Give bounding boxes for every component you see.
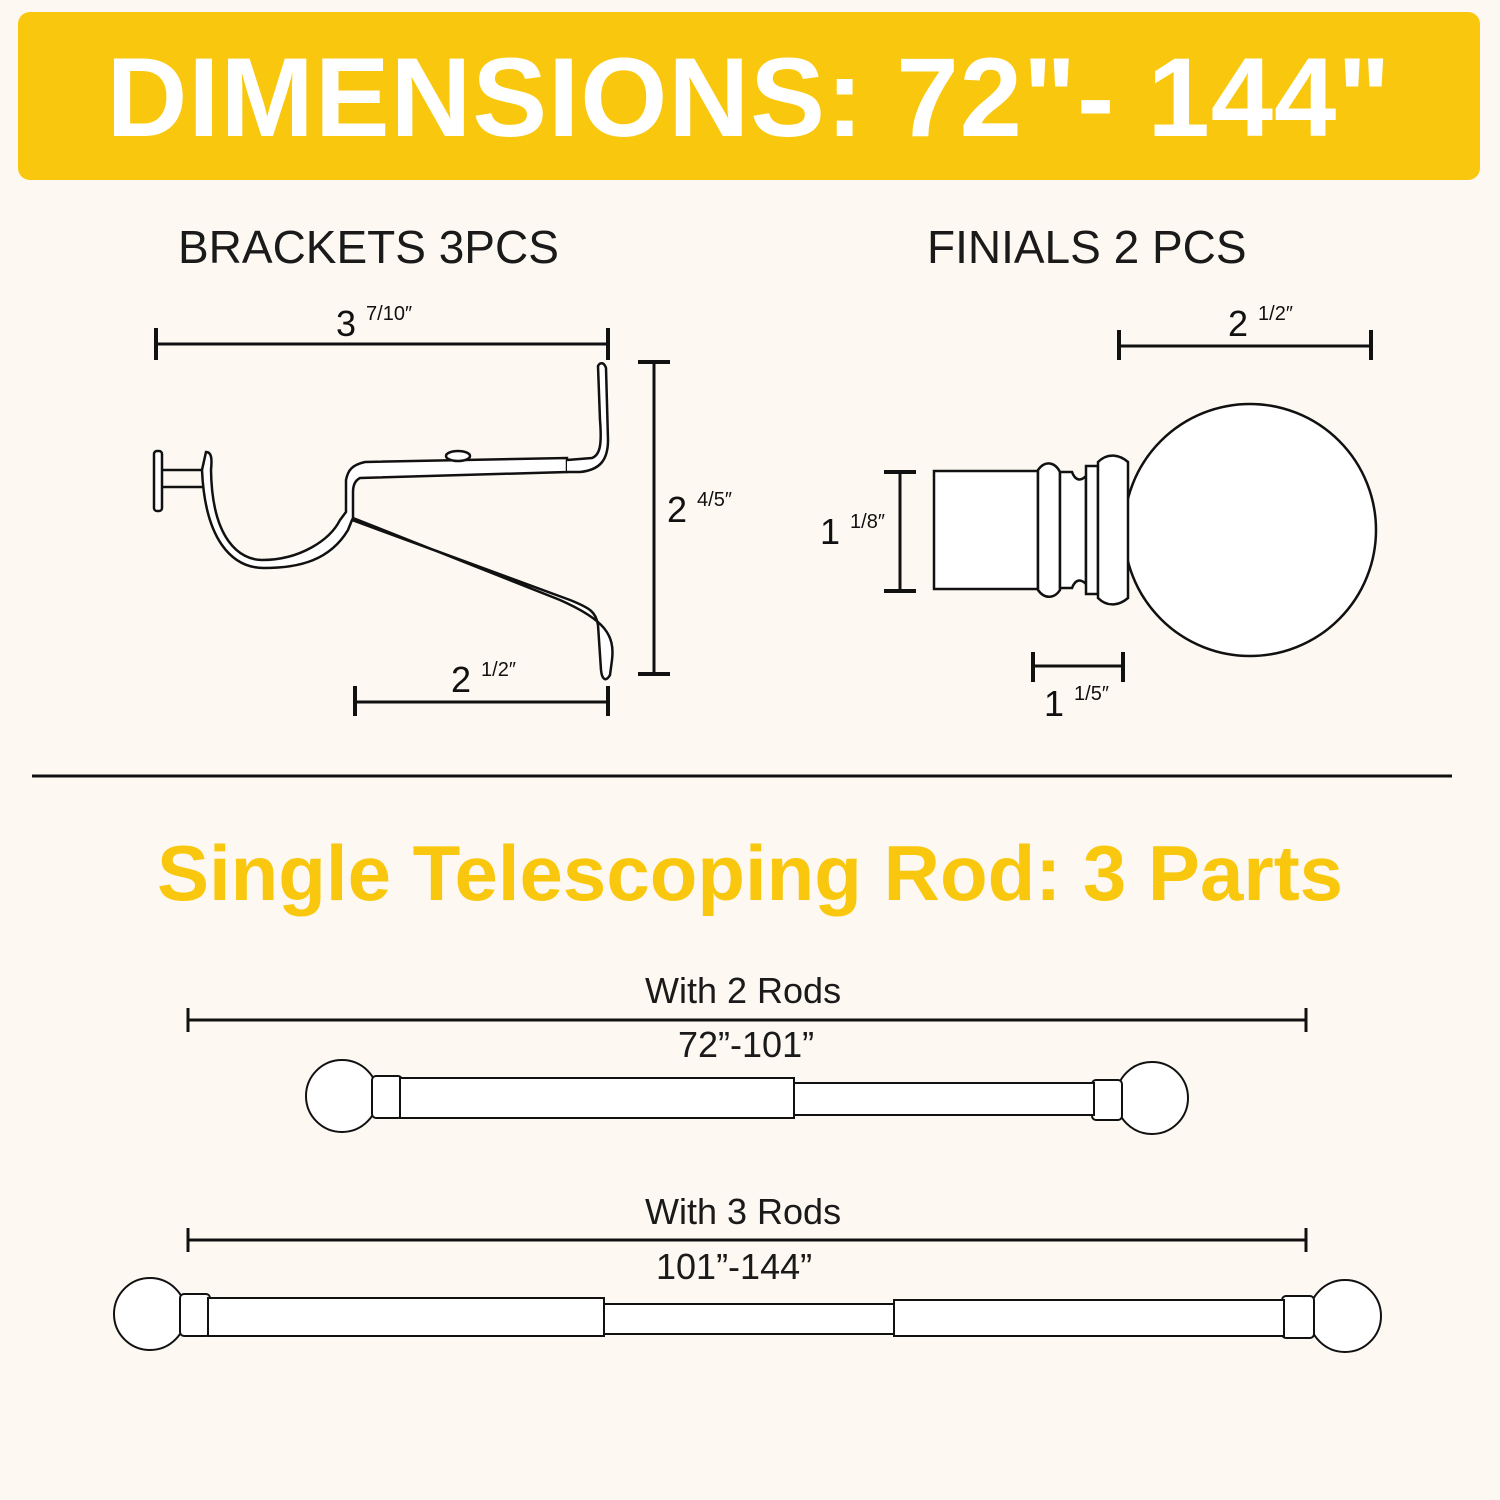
two-rod-assembly-icon xyxy=(305,1059,1189,1135)
finial-diameter-dimension: 1 1/8″ xyxy=(820,511,885,552)
dim-whole: 2 xyxy=(451,659,472,700)
rod-section-title: Single Telescoping Rod: 3 Parts xyxy=(156,829,1344,917)
bracket-width-dimension: 3 7/10″ xyxy=(336,303,413,344)
dim-fraction: 7/10″ xyxy=(366,303,413,325)
rod-dimension-lines xyxy=(186,1008,1308,1252)
three-rods-range: 101”-144” xyxy=(656,1246,813,1287)
dim-fraction: 1/2″ xyxy=(481,659,516,681)
dim-fraction: 1/2″ xyxy=(1258,303,1293,325)
dim-whole: 1 xyxy=(820,511,841,552)
bracket-icon xyxy=(152,362,614,681)
banner-title: DIMENSIONS: 72"- 144" xyxy=(106,35,1392,160)
finial-icon xyxy=(932,402,1378,658)
dim-whole: 1 xyxy=(1044,683,1065,724)
three-rod-assembly-icon xyxy=(113,1277,1382,1353)
three-rods-label: With 3 Rods xyxy=(645,1191,842,1232)
two-rods-label: With 2 Rods xyxy=(645,970,842,1011)
finials-title: FINIALS 2 PCS xyxy=(927,221,1247,273)
dim-fraction: 1/5″ xyxy=(1074,683,1109,705)
finial-neck-dimension: 1 1/5″ xyxy=(1044,683,1109,724)
bracket-depth-dimension: 2 1/2″ xyxy=(451,659,516,700)
bracket-height-dimension: 2 4/5″ xyxy=(667,489,732,530)
finial-dimension-lines xyxy=(884,330,1373,682)
dim-whole: 2 xyxy=(1228,303,1249,344)
dim-fraction: 4/5″ xyxy=(697,489,732,511)
two-rods-range: 72”-101” xyxy=(678,1024,815,1065)
bracket-dimension-lines xyxy=(154,328,670,716)
dim-whole: 3 xyxy=(336,303,357,344)
dim-fraction: 1/8″ xyxy=(850,511,885,533)
dim-whole: 2 xyxy=(667,489,688,530)
brackets-title: BRACKETS 3PCS xyxy=(178,221,559,273)
finial-length-dimension: 2 1/2″ xyxy=(1228,303,1293,344)
title-banner: DIMENSIONS: 72"- 144" xyxy=(18,12,1480,180)
